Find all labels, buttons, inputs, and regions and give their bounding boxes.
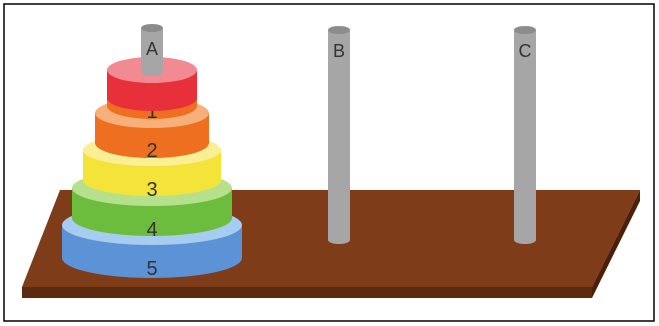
peg-c-rod (514, 30, 536, 240)
peg-c-base (514, 236, 536, 244)
disk-3-label: 3 (146, 179, 157, 201)
peg-c: C (514, 26, 536, 244)
peg-b-label: B (333, 41, 345, 61)
peg-c-label: C (519, 41, 532, 61)
peg-a-top (141, 24, 163, 32)
disk-4-label: 4 (146, 219, 157, 241)
peg-c-top (514, 26, 536, 34)
peg-b-top (328, 26, 350, 34)
peg-a-base (141, 68, 163, 76)
peg-a: A (141, 24, 163, 76)
disk-5-label: 5 (146, 258, 157, 280)
peg-b: B (328, 26, 350, 244)
board-front (22, 287, 592, 298)
peg-b-rod (328, 30, 350, 240)
peg-a-label: A (146, 39, 158, 59)
peg-b-base (328, 236, 350, 244)
disk-2-label: 2 (146, 140, 157, 162)
